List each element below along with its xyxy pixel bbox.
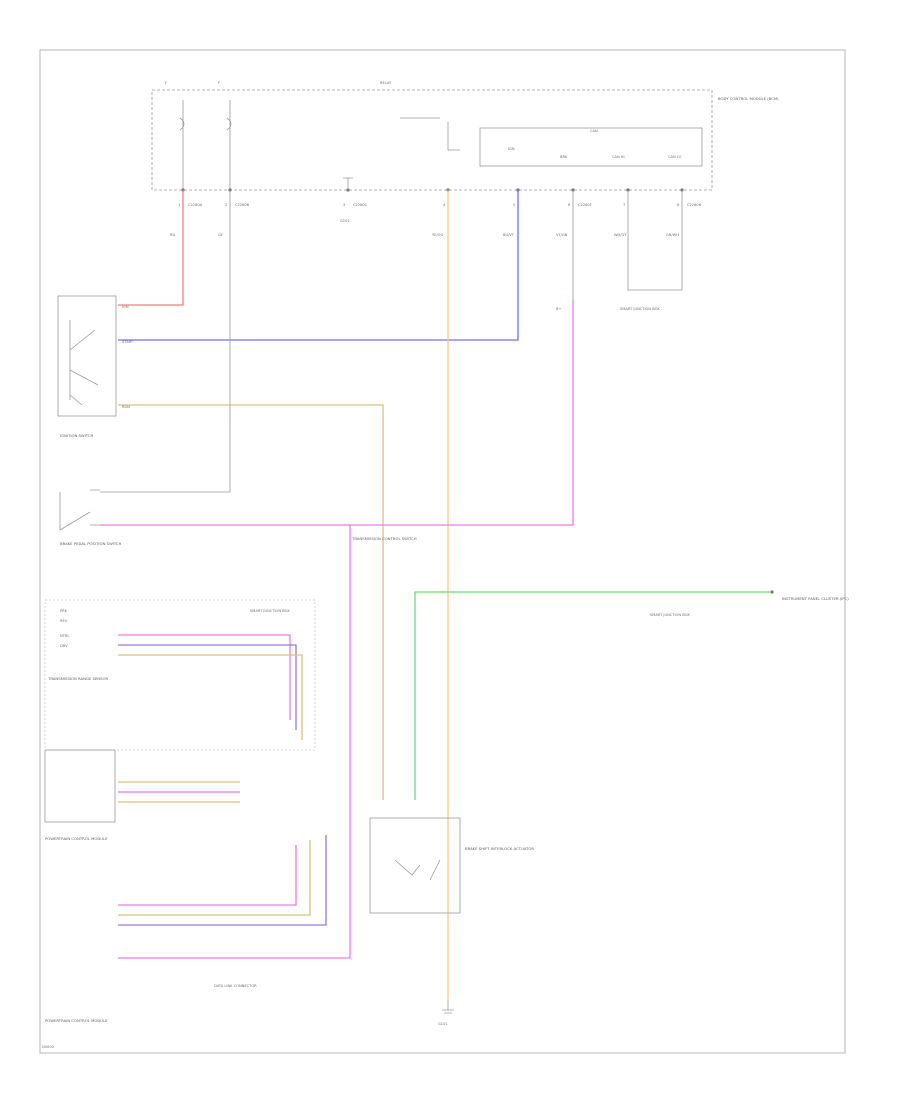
- ign-pin-3: RUN: [122, 405, 130, 409]
- tr-pink-line: [118, 634, 291, 720]
- bus-box: [479, 127, 703, 167]
- wire-label-orange: YE/OG: [432, 233, 444, 237]
- ground-label-top: G101: [340, 219, 350, 223]
- wire-label-blue: BU/VT: [503, 233, 515, 237]
- pcm-lower-1: [118, 845, 297, 906]
- wire-red: [118, 190, 184, 306]
- wire-blue: [118, 190, 519, 341]
- brake-switch-label: BRAKE PEDAL POSITION SWITCH: [60, 541, 122, 546]
- tr-junction-label: SMART JUNCTION BOX: [250, 609, 290, 613]
- ign-pin-2: START: [122, 340, 134, 344]
- module-relay: RELAY: [380, 81, 392, 85]
- module-title: BODY CONTROL MODULE (BCM): [718, 96, 779, 101]
- wire-green: [414, 591, 770, 800]
- module-sub-1: IGN: [508, 147, 515, 151]
- pcm-lower-3: [118, 835, 327, 926]
- conn-label-3: C2280C: [353, 203, 368, 207]
- wire-pink-down: [118, 525, 351, 959]
- diagram-border: [39, 49, 846, 1054]
- footer-code: D0000: [42, 1045, 55, 1049]
- pin-label-5: 5: [513, 203, 515, 207]
- interlock-box: [369, 817, 461, 914]
- ignition-switch-label: IGNITION SWITCH: [60, 433, 94, 438]
- module-pins: [181, 188, 684, 192]
- pin-label-4: 4: [443, 203, 446, 207]
- wire-gray: [100, 190, 231, 493]
- tr-sensor-box: [44, 599, 316, 751]
- tr-purple-line: [118, 644, 297, 730]
- tr-sensor-label: TRANSMISSION RANGE SENSOR: [47, 676, 109, 681]
- splice-label: B+: [556, 307, 561, 311]
- wire-label-can-hi: WH/GY: [614, 233, 627, 237]
- bottom-ground-symbol: [442, 1000, 454, 1014]
- ground-symbol: [343, 177, 353, 190]
- wire-pink: [100, 300, 574, 526]
- pin-label-6: 6: [568, 203, 571, 207]
- pin-label-1: 1: [178, 203, 180, 207]
- relay-symbol: [400, 117, 460, 151]
- module-box: [151, 89, 713, 191]
- conn-label-1: C2280A: [188, 203, 203, 207]
- pin-label-3: 3: [343, 203, 345, 207]
- bus-label: CAN: [590, 129, 598, 133]
- tr-pin-2: REV: [60, 619, 68, 623]
- ipc-junction-label: SMART JUNCTION BOX: [650, 613, 690, 617]
- junction-link: [627, 190, 683, 291]
- wire-label-red: RD: [170, 233, 175, 237]
- tr-pin-4: DRV: [60, 644, 68, 648]
- module-fuse-1: F: [165, 81, 167, 85]
- ignition-switch-contacts: [69, 320, 99, 406]
- pcm-lower-2: [118, 840, 311, 916]
- wire-label-can-lo: GN/WH: [666, 233, 679, 237]
- pcm-label: POWERTRAIN CONTROL MODULE: [45, 836, 108, 841]
- tr-pin-3: NTRL: [60, 634, 69, 638]
- brake-switch-symbol: [59, 489, 100, 531]
- tr-yellow-line: [118, 654, 303, 740]
- ipc-pin-dot: [770, 590, 774, 594]
- module-fuse-2: F: [218, 81, 220, 85]
- wire-label-gray: GY: [218, 233, 224, 237]
- data-link-label: DATA LINK CONNECTOR: [214, 984, 257, 988]
- shift-interlock-label: TRANSMISSION CONTROL SWITCH: [351, 536, 417, 541]
- interlock-coil: [394, 859, 441, 881]
- pcm-box: [44, 749, 116, 823]
- pin-label-7: 7: [623, 203, 625, 207]
- conn-label-2: C2280B: [235, 203, 250, 207]
- fuse-1-symbol: [179, 100, 185, 190]
- ipc-label: INSTRUMENT PANEL CLUSTER (IPC): [782, 596, 849, 601]
- wire-label-pink: VT/GN: [556, 233, 568, 237]
- ign-pin-1: IGN: [122, 305, 129, 309]
- conn-label-8: C2280H: [687, 203, 702, 207]
- module-sub-2: BRK: [560, 155, 568, 159]
- pcm-bottom-label: POWERTRAIN CONTROL MODULE: [45, 1018, 108, 1023]
- pin-label-8: 8: [677, 203, 680, 207]
- bottom-ground-label: G101: [438, 1022, 448, 1026]
- wire-yellow: [118, 404, 384, 800]
- module-sub-4: CAN LO: [668, 155, 682, 159]
- conn-label-6: C2280F: [578, 203, 592, 207]
- ignition-switch-box: [57, 295, 117, 417]
- module-sub-3: CAN HI: [612, 155, 625, 159]
- pin-label-2: 2: [225, 203, 227, 207]
- tr-pin-1: PRK: [60, 609, 68, 613]
- junction-label-top: SMART JUNCTION BOX: [620, 307, 660, 311]
- fuse-2-symbol: [226, 100, 232, 190]
- interlock-label: BRAKE SHIFT INTERLOCK ACTUATOR: [465, 846, 534, 851]
